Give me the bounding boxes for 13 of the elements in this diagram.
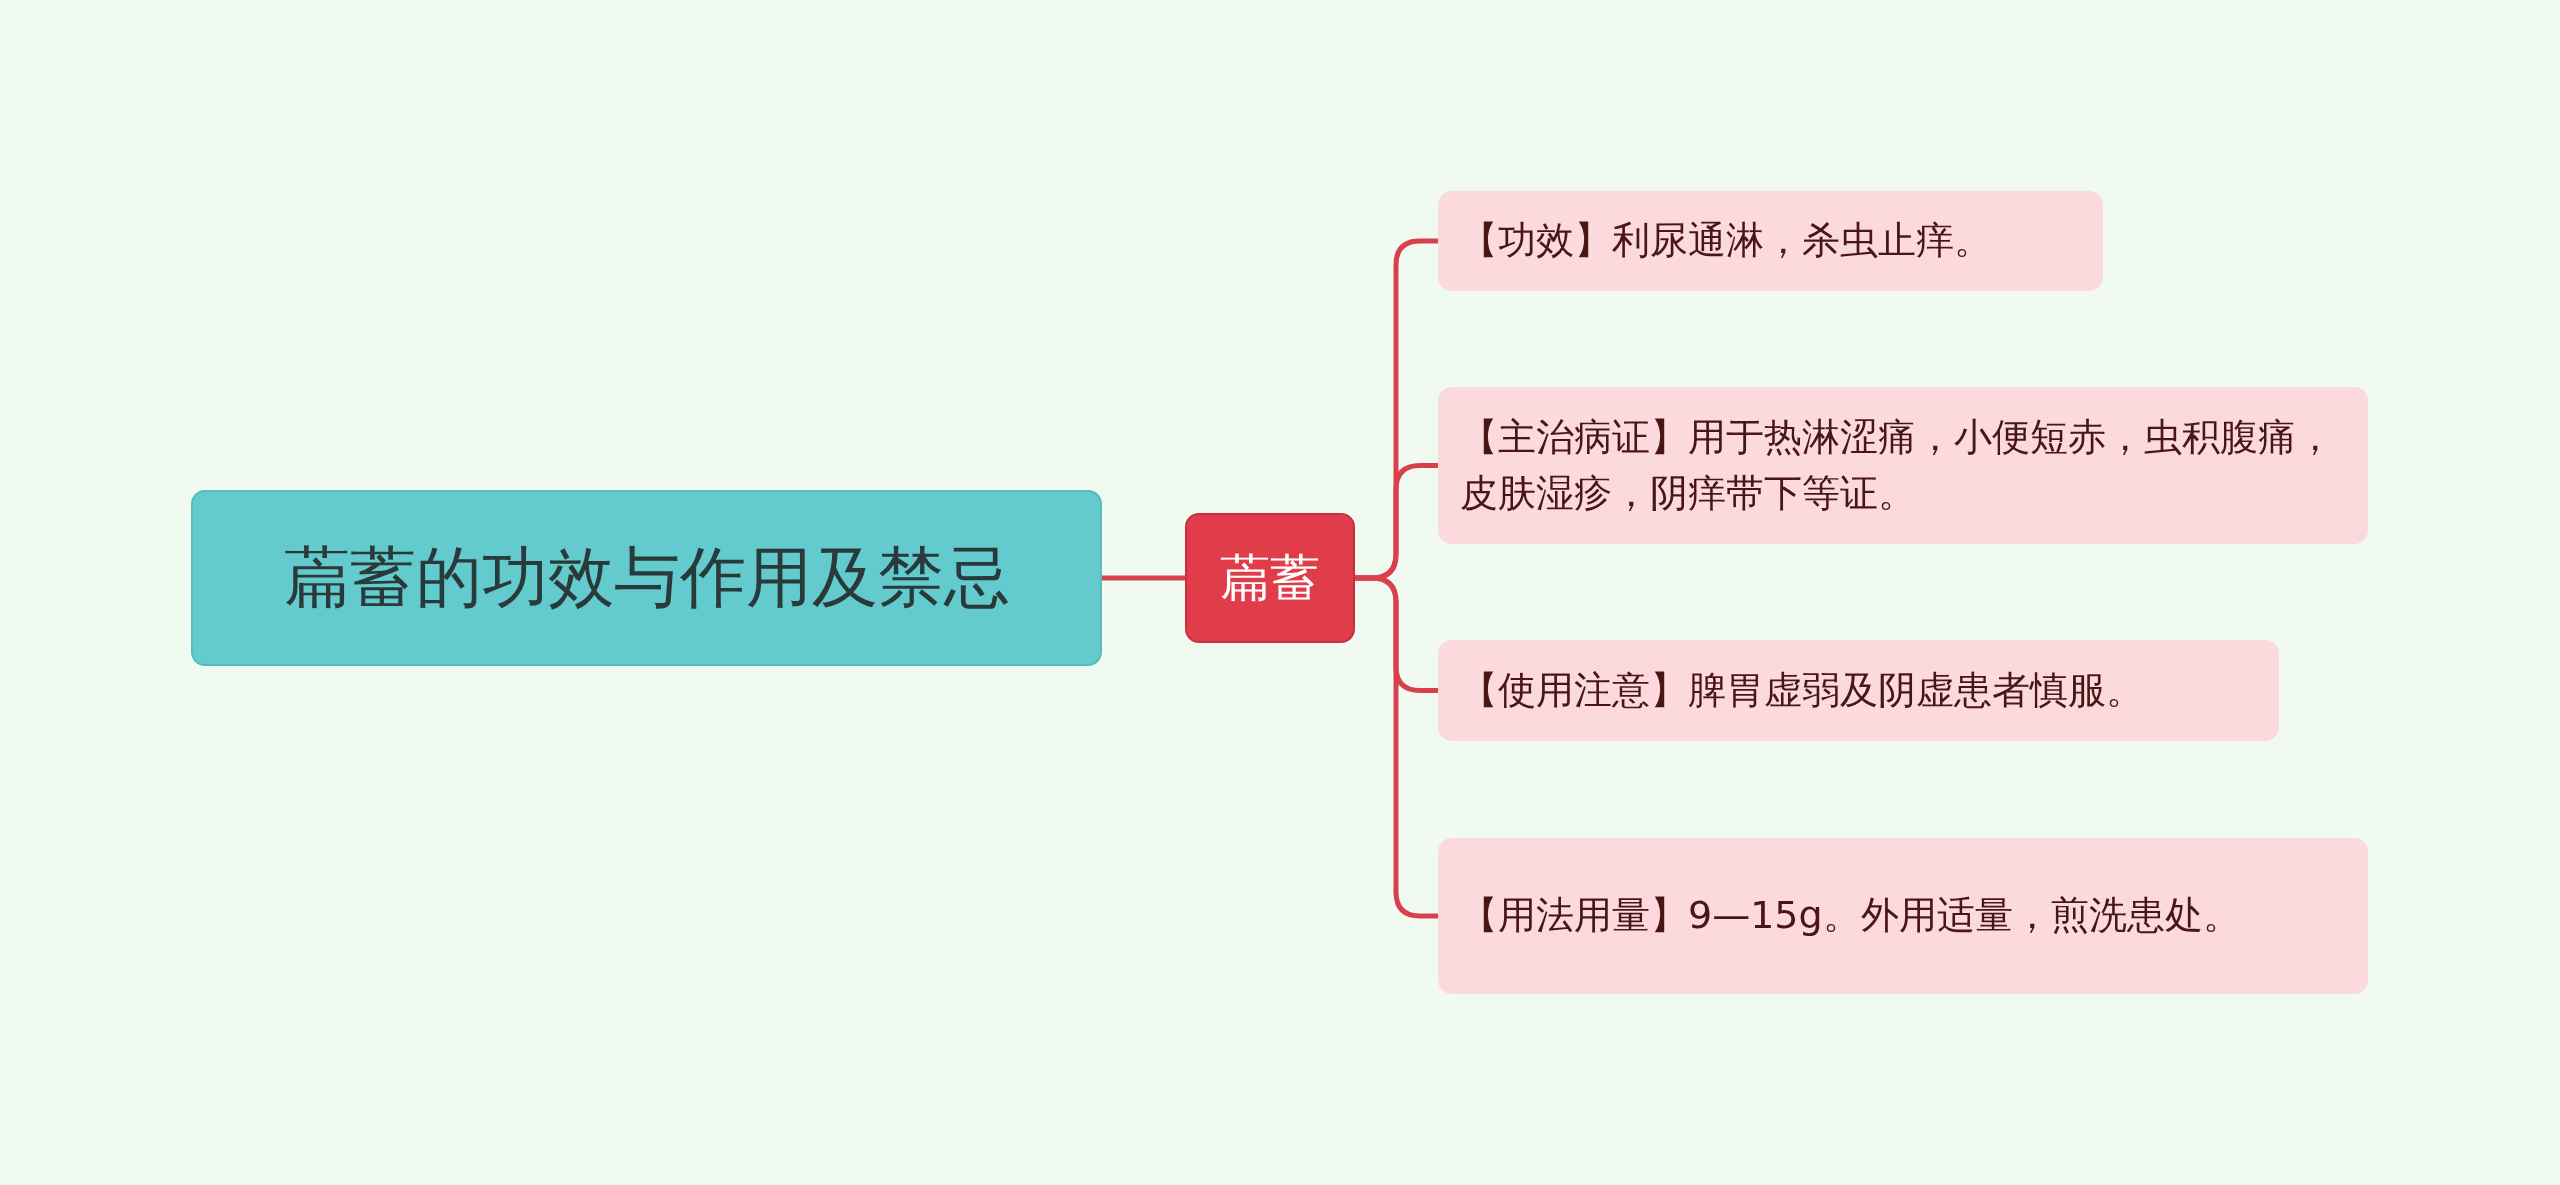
connector-line xyxy=(1102,575,1185,581)
text-box xyxy=(1438,191,2103,291)
node-text: 萹蓄的功效与作用及禁忌 xyxy=(283,538,1010,618)
branch-box xyxy=(1185,513,1355,643)
node-text: 【使用注意】脾胃虚弱及阴虚患者慎服。 xyxy=(1460,666,2144,714)
node-text: 萹蓄 xyxy=(1220,547,1320,609)
text-box xyxy=(1438,838,2368,994)
text-box xyxy=(1438,387,2368,544)
topic-box xyxy=(191,490,1102,666)
node-text: 【功效】利尿通淋，杀虫止痒。 xyxy=(1460,217,1992,265)
node-text: 【主治病证】用于热淋涩痛，小便短赤，虫积腹痛，皮肤湿疹，阴痒带下等证。 xyxy=(1460,414,2335,517)
node-text: 【用法用量】9—15g。外用适量，煎洗患处。 xyxy=(1460,892,2241,940)
text-box xyxy=(1438,640,2279,741)
